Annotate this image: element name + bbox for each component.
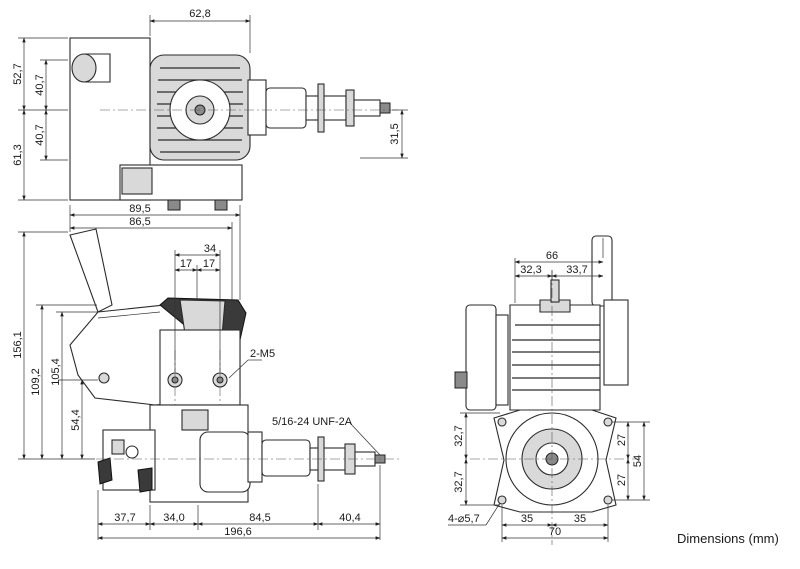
dim-89-5: 89,5 [129, 203, 150, 215]
dim-54-4: 54,4 [70, 409, 82, 430]
dim-196-6: 196,6 [224, 526, 252, 538]
dim-17-left: 17 [180, 258, 192, 270]
front-view-dimensions: 66 32,3 33,7 32,7 32,7 27 27 54 35 35 70… [448, 238, 650, 542]
side-view-dimensions: 89,5 86,5 34 17 17 2-M5 5/16-24 UNF-2A 1… [12, 203, 381, 540]
dim-61-3: 61,3 [12, 144, 24, 165]
dim-105-4: 105,4 [50, 358, 62, 386]
dimensions-caption: Dimensions (mm) [677, 531, 779, 546]
callout-2-m5: 2-M5 [250, 348, 275, 360]
dim-31-5: 31,5 [389, 123, 401, 144]
dim-62-8: 62,8 [189, 8, 210, 20]
dim-40-7-lower: 40,7 [34, 124, 46, 145]
dim-35-right: 35 [574, 513, 586, 525]
dim-70: 70 [549, 526, 561, 538]
dim-54: 54 [632, 455, 644, 467]
dim-33-7: 33,7 [566, 264, 587, 276]
dim-84-5: 84,5 [249, 512, 270, 524]
dim-52-7: 52,7 [12, 63, 24, 84]
dim-32-7-lower: 32,7 [453, 471, 465, 492]
dim-109-2: 109,2 [30, 368, 42, 396]
dim-37-7: 37,7 [114, 512, 135, 524]
callout-4-holes: 4-⌀5,7 [448, 513, 480, 525]
dim-17-right: 17 [203, 258, 215, 270]
top-view-dimensions: 62,8 52,7 61,3 40,7 40,7 31,5 [12, 8, 408, 201]
front-view [454, 235, 640, 545]
dim-27-lower: 27 [616, 474, 628, 486]
dim-34-0: 34,0 [163, 512, 184, 524]
exhaust-port-ellipse [71, 53, 97, 83]
dim-40-7-upper: 40,7 [34, 74, 46, 95]
dim-32-3: 32,3 [520, 264, 541, 276]
dim-66: 66 [546, 250, 558, 262]
callout-thread: 5/16-24 UNF-2A [272, 416, 353, 428]
side-view [69, 228, 400, 503]
front-cylinder-fins [512, 324, 600, 391]
top-view [69, 37, 400, 211]
dim-35-left: 35 [521, 513, 533, 525]
dim-40-4: 40,4 [339, 512, 360, 524]
dim-156-1: 156,1 [12, 331, 24, 359]
dim-27-upper: 27 [616, 434, 628, 446]
dim-32-7-upper: 32,7 [453, 425, 465, 446]
dim-34: 34 [204, 243, 216, 255]
dim-86-5: 86,5 [129, 216, 150, 228]
